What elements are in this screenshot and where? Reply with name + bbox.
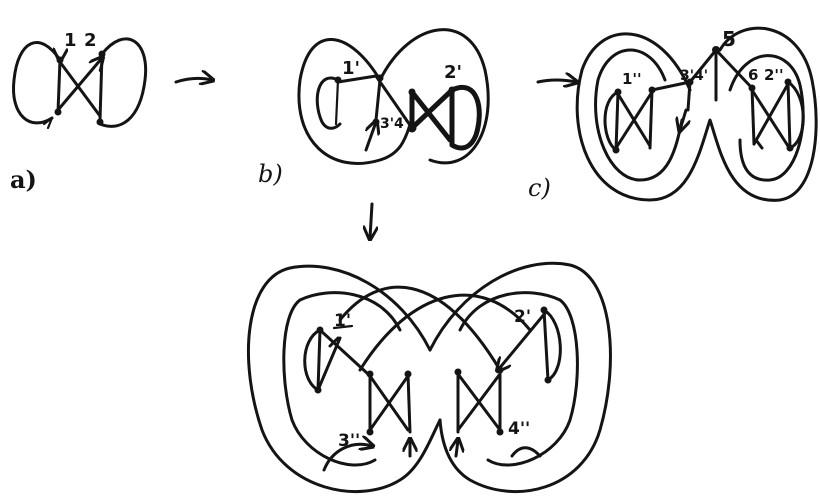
panel-a-letter: a)	[10, 165, 37, 194]
panel-a-right-loop	[98, 37, 148, 128]
panel-c-outer-curve	[575, 26, 818, 202]
panel-b-letter: b)	[258, 160, 283, 188]
node-label-2-prime: 2'	[444, 62, 462, 83]
panel-d: 1' 2' 3'' 4''	[247, 261, 612, 494]
panel-b: 1' 2' 3'4' b)	[258, 28, 490, 188]
node-label-2: 2	[84, 30, 97, 51]
node-label-1-prime-d: 1'	[334, 311, 351, 331]
panel-a: 1 2 a)	[10, 30, 148, 194]
node-label-1: 1	[64, 30, 77, 51]
panel-b-right-inner-loop	[449, 85, 482, 151]
panel-b-outer-curve-right	[378, 28, 490, 165]
panel-a-cross-1	[58, 60, 102, 118]
panel-c: 1'' 3'4' 5 6 2'' c)	[528, 26, 818, 202]
panel-a-strand-left	[58, 60, 60, 114]
panel-a-strand-right	[98, 52, 104, 122]
panel-a-left-loop	[11, 41, 62, 125]
arrow-b-to-c	[536, 80, 576, 82]
arrow-a-to-b	[174, 78, 212, 82]
panel-d-outer-curve	[247, 264, 442, 494]
panel-c-letter: c)	[528, 174, 551, 202]
node-label-5: 5	[722, 27, 736, 51]
panel-b-outer-curve	[297, 38, 412, 165]
node-label-1-double-prime: 1''	[622, 70, 642, 88]
arrow-b-to-d	[370, 202, 372, 238]
node-label-1-prime: 1'	[342, 58, 360, 79]
node-label-3-double-prime: 3''	[338, 431, 360, 451]
node-label-2-double-prime: 2''	[764, 66, 784, 84]
node-label-6: 6	[748, 66, 758, 84]
node-label-3-4-prime: 3'4'	[380, 116, 408, 132]
node-label-2-prime-d: 2'	[514, 307, 531, 327]
panel-a-cross-2	[56, 58, 102, 112]
panel-b-left-inner-loop	[315, 76, 342, 130]
panel-c-middle-curve	[594, 48, 684, 182]
node-label-3-4-prime-c: 3'4'	[680, 68, 708, 84]
node-label-4-double-prime: 4''	[508, 419, 530, 439]
